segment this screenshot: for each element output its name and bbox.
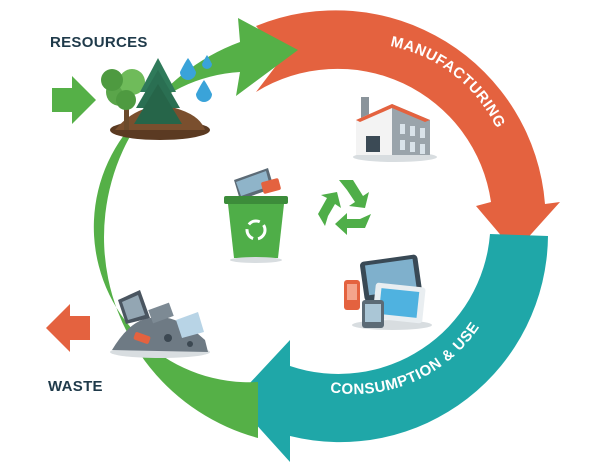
consumption-arrow xyxy=(234,234,548,462)
recycling-arrow xyxy=(93,18,298,438)
resources-label: RESOURCES xyxy=(50,34,148,51)
recycle-symbol-icon xyxy=(318,180,371,235)
factory-icon xyxy=(353,97,437,162)
waste-outflow-arrow-icon xyxy=(46,304,90,352)
waste-pile-icon xyxy=(110,290,210,358)
recycling-bin-icon xyxy=(224,168,288,263)
trees-and-water-drops-icon xyxy=(101,55,212,140)
recycling-label: RECYCLING xyxy=(170,180,198,279)
manufacturing-arrow xyxy=(256,10,560,253)
resources-inflow-arrow-icon xyxy=(52,76,96,124)
electronics-devices-icon xyxy=(344,254,432,330)
waste-label: WASTE xyxy=(48,378,103,395)
